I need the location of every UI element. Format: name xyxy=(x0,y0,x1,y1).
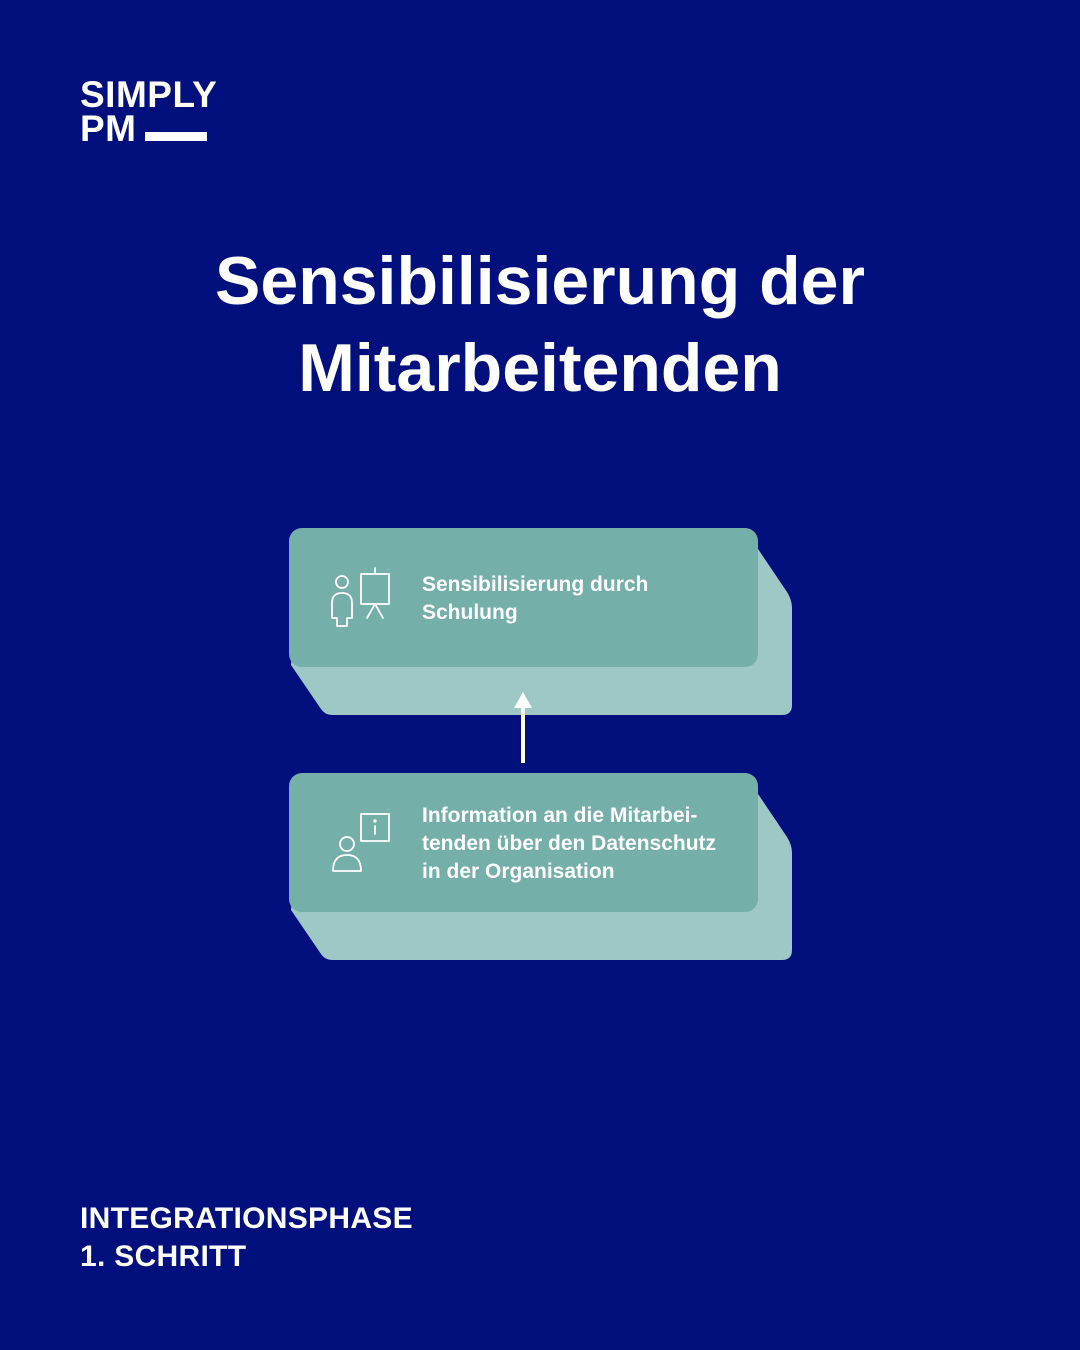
title-line2: Mitarbeitenden xyxy=(298,330,782,406)
step-2-text-line: tenden über den Datenschutz xyxy=(422,832,717,855)
simply-pm-logo: SIMPLY PM xyxy=(80,74,240,150)
presentation-icon xyxy=(331,567,390,627)
step-1-text-line: Sensibilisierung durch xyxy=(422,573,649,596)
step-1-text: Sensibilisierung durch Schulung xyxy=(422,571,752,627)
phase-name: INTEGRATIONSPHASE xyxy=(80,1202,413,1235)
person-info-icon xyxy=(332,813,390,872)
phase-label: INTEGRATIONSPHASE 1. SCHRITT xyxy=(80,1200,413,1276)
step-2-text-line: in der Organisation xyxy=(422,860,615,883)
step-1-text-line: Schulung xyxy=(422,601,518,624)
title-line1: Sensibilisierung der xyxy=(215,243,865,319)
step-2-text-line: Information an die Mitarbei- xyxy=(422,804,698,827)
logo-text-line1: SIMPLY xyxy=(80,74,218,115)
arrow-up-icon xyxy=(514,692,532,763)
phase-step: 1. SCHRITT xyxy=(80,1240,247,1273)
step-card-1-front xyxy=(289,528,758,667)
step-card-2-front xyxy=(289,773,758,912)
page-title: Sensibilisierung der Mitarbeitenden xyxy=(90,238,990,412)
step-2-text: Information an die Mitarbei- tenden über… xyxy=(422,802,752,886)
logo-text-line2: PM xyxy=(80,108,137,149)
logo-bar xyxy=(144,131,207,141)
